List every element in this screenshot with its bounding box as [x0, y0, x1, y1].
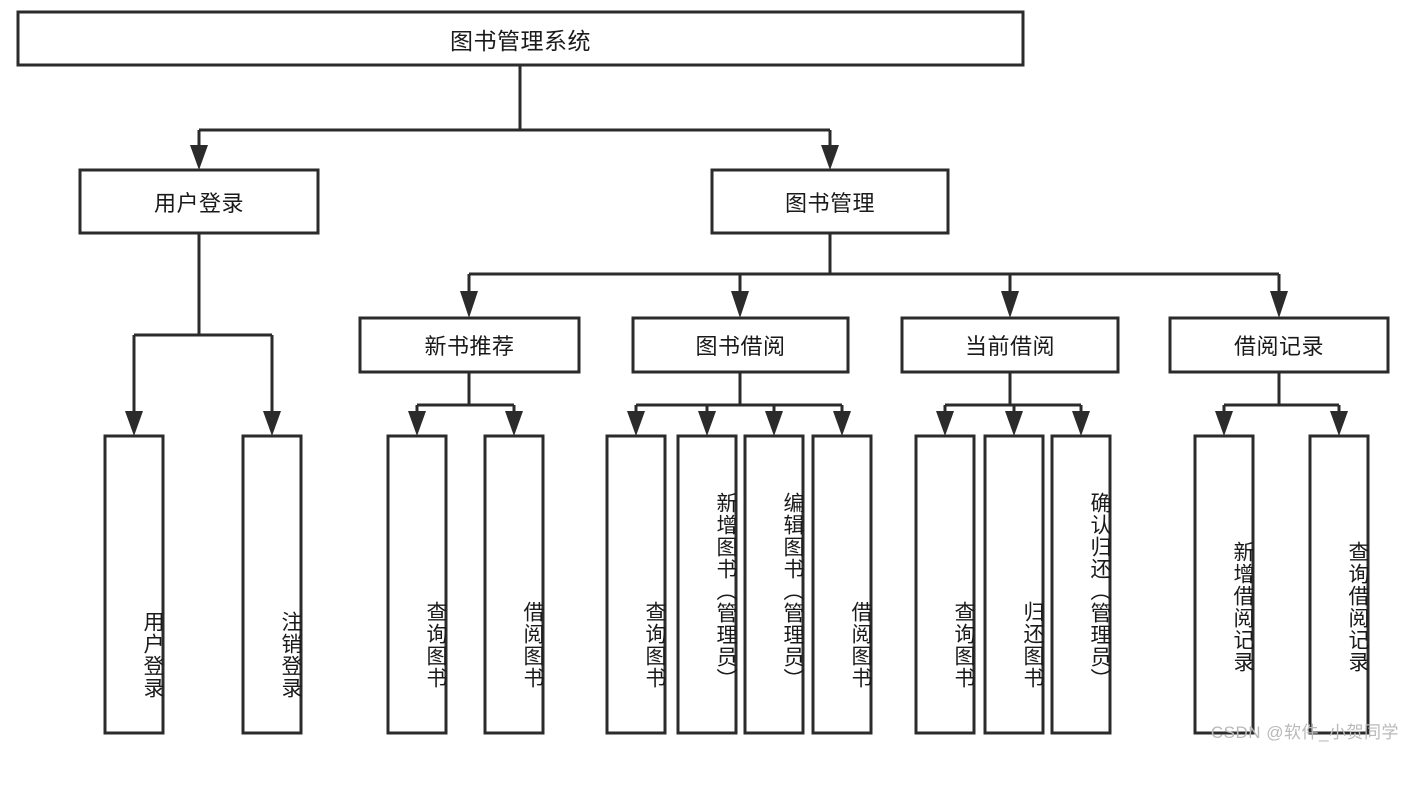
node-user-login-box[interactable] — [78, 168, 320, 235]
arrow-bookmgmt-child-3-icon — [1001, 291, 1019, 318]
arrow-root-to-bookmgmt-icon — [821, 145, 839, 170]
leaf-user-login-box[interactable] — [103, 434, 165, 735]
node-book-borrow-box[interactable] — [631, 316, 850, 374]
leaf-borrow-add-box[interactable] — [676, 434, 738, 735]
leaf-newbook-query-box[interactable] — [386, 434, 448, 735]
arrow-currentborrow-leaf-1-icon — [936, 411, 954, 436]
arrow-currentborrow-leaf-3-icon — [1072, 411, 1090, 436]
arrow-currentborrow-leaf-2-icon — [1005, 411, 1023, 436]
arrow-bookborrow-leaf-3-icon — [765, 411, 783, 436]
arrow-bookmgmt-child-2-icon — [731, 291, 749, 318]
arrow-newbook-leaf-2-icon — [505, 411, 523, 436]
leaf-borrow-edit-box[interactable] — [743, 434, 805, 735]
leaf-current-query-box[interactable] — [914, 434, 976, 735]
leaf-current-return-box[interactable] — [983, 434, 1045, 735]
node-book-management-box[interactable] — [710, 168, 950, 235]
arrow-bookborrow-leaf-4-icon — [833, 411, 851, 436]
leaf-records-add-box[interactable] — [1193, 434, 1255, 735]
leaf-newbook-borrow-box[interactable] — [483, 434, 545, 735]
node-borrow-records-box[interactable] — [1168, 316, 1390, 374]
arrow-bookmgmt-child-4-icon — [1270, 291, 1288, 318]
hierarchy-flowchart — [16, 10, 1390, 735]
arrow-borrowrecords-leaf-1-icon — [1215, 411, 1233, 436]
arrow-bookborrow-leaf-1-icon — [627, 411, 645, 436]
arrow-borrowrecords-leaf-2-icon — [1330, 411, 1348, 436]
leaf-borrow-lend-box[interactable] — [811, 434, 873, 735]
arrow-bookborrow-leaf-2-icon — [698, 411, 716, 436]
leaf-records-query-box[interactable] — [1308, 434, 1370, 735]
arrow-userlogin-leaf-1-icon — [125, 411, 143, 436]
arrow-newbook-leaf-1-icon — [408, 411, 426, 436]
arrow-root-to-userlogin-icon — [190, 145, 208, 170]
node-new-book-recommend-box[interactable] — [358, 316, 581, 374]
node-current-borrow-box[interactable] — [900, 316, 1120, 374]
leaf-borrow-query-box[interactable] — [605, 434, 667, 735]
arrow-userlogin-leaf-2-icon — [263, 411, 281, 436]
arrow-bookmgmt-child-1-icon — [460, 291, 478, 318]
leaf-logout-box[interactable] — [241, 434, 303, 735]
leaf-current-confirm-box[interactable] — [1050, 434, 1112, 735]
node-root-box[interactable] — [16, 10, 1025, 67]
diagram-canvas: 图书管理系统 用户登录 图书管理 新书推荐 图书借阅 当前借阅 借阅记录 用户登… — [16, 10, 1399, 742]
